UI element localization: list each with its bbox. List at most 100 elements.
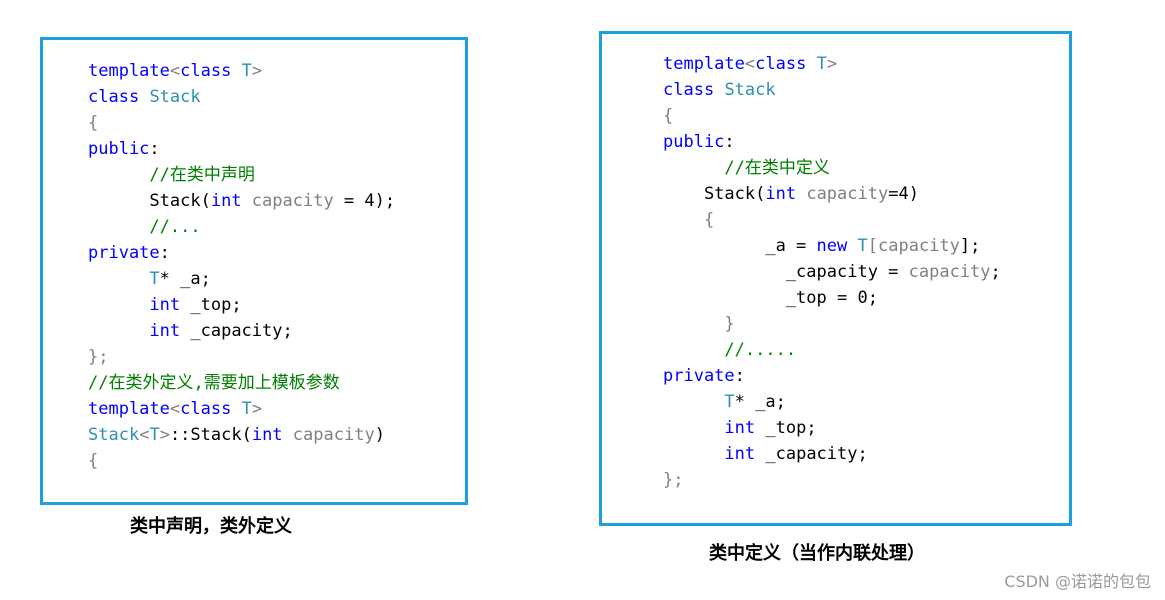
- code-token: >: [826, 54, 838, 74]
- code-token: [663, 210, 704, 230]
- code-token: [663, 444, 724, 464]
- code-token: [847, 236, 857, 256]
- code-token: int: [724, 418, 756, 438]
- caption-left: 类中声明，类外定义: [130, 516, 292, 537]
- code-line: private:: [663, 363, 1001, 389]
- code-token: Stack(: [663, 184, 766, 204]
- code-token: [88, 269, 149, 289]
- code-line: _a = new T[capacity];: [663, 233, 1001, 259]
- code-token: [283, 425, 293, 445]
- code-token: Stack(: [88, 191, 211, 211]
- code-token: {: [663, 106, 674, 126]
- code-token: int: [724, 444, 756, 464]
- code-panel-inline-definition: template<class T>class Stack { public: //在…: [599, 31, 1072, 526]
- code-token: [663, 418, 724, 438]
- code-line: class Stack: [663, 77, 1001, 103]
- code-token: [663, 340, 724, 360]
- code-token: [806, 54, 816, 74]
- code-token: new: [816, 236, 848, 256]
- code-token: [231, 61, 241, 81]
- code-token: T: [149, 269, 160, 289]
- code-token: =4): [888, 184, 919, 204]
- code-token: //在类中定义: [724, 158, 830, 178]
- code-token: [: [867, 236, 878, 256]
- code-token: T: [857, 236, 868, 256]
- code-token: };: [88, 347, 109, 367]
- code-line: {: [88, 110, 395, 136]
- code-token: ;: [990, 262, 1001, 282]
- code-token: capacity: [878, 236, 960, 256]
- code-token: _capacity =: [663, 262, 909, 282]
- code-token: int: [210, 191, 242, 211]
- code-line: private:: [88, 240, 395, 266]
- code-token: {: [88, 451, 99, 471]
- code-line: };: [88, 344, 395, 370]
- code-token: * _a;: [159, 269, 211, 289]
- code-token: int: [149, 295, 181, 315]
- code-line: {: [88, 448, 395, 474]
- caption-right: 类中定义（当作内联处理）: [709, 543, 925, 564]
- code-token: //.....: [724, 340, 797, 360]
- code-token: public: [88, 139, 150, 159]
- code-token: [88, 165, 149, 185]
- watermark: CSDN @诺诺的包包: [1004, 572, 1151, 591]
- code-line: template<class T>: [88, 58, 395, 84]
- code-token: = 4);: [333, 191, 396, 211]
- code-line: Stack(int capacity=4): [663, 181, 1001, 207]
- code-line: Stack<T>::Stack(int capacity): [88, 422, 395, 448]
- code-token: [139, 87, 149, 107]
- code-token: capacity: [251, 191, 334, 211]
- code-line: T* _a;: [663, 389, 1001, 415]
- code-token: Stack: [724, 80, 776, 100]
- code-line: class Stack: [88, 84, 395, 110]
- code-line: T* _a;: [88, 266, 395, 292]
- code-token: T: [149, 425, 160, 445]
- code-line: int _top;: [88, 292, 395, 318]
- code-line: //在类外定义,需要加上模板参数: [88, 370, 395, 396]
- code-token: * _a;: [734, 392, 786, 412]
- code-token: [714, 80, 724, 100]
- code-token: _capacity;: [180, 321, 293, 341]
- code-token: Stack: [149, 87, 201, 107]
- code-line: //在类中定义: [663, 155, 1001, 181]
- code-token: template: [88, 399, 170, 419]
- code-token: [663, 314, 724, 334]
- code-token: capacity: [908, 262, 991, 282]
- code-block-left: template<class T>class Stack{public: //在…: [88, 58, 395, 474]
- code-line: //...: [88, 214, 395, 240]
- code-token: template: [663, 54, 745, 74]
- code-token: {: [703, 210, 715, 230]
- code-token: };: [663, 470, 684, 490]
- code-block-right: template<class T>class Stack { public: //在…: [663, 51, 1001, 493]
- code-line: template<class T>: [663, 51, 1001, 77]
- code-token: :: [159, 243, 170, 263]
- code-token: capacity: [806, 184, 889, 204]
- code-token: ];: [959, 236, 981, 256]
- code-token: int: [149, 321, 181, 341]
- code-line: public:: [663, 129, 1001, 155]
- code-token: _top = 0;: [663, 288, 878, 308]
- code-line: _top = 0;: [663, 285, 1001, 311]
- code-token: ::Stack(: [169, 425, 252, 445]
- code-token: >: [251, 61, 263, 81]
- code-panel-class-declaration: template<class T>class Stack{public: //在…: [40, 37, 468, 505]
- code-token: <: [139, 425, 150, 445]
- code-token: <: [169, 61, 181, 81]
- code-token: [88, 321, 149, 341]
- code-token: //在类外定义,需要加上模板参数: [88, 373, 340, 393]
- code-token: template: [88, 61, 170, 81]
- code-token: class: [755, 54, 807, 74]
- code-token: int: [251, 425, 283, 445]
- code-line: }: [663, 311, 1001, 337]
- code-token: class: [88, 87, 140, 107]
- code-token: }: [724, 314, 735, 334]
- code-token: :: [734, 366, 745, 386]
- code-token: [88, 295, 149, 315]
- code-token: _top;: [180, 295, 242, 315]
- code-token: {: [88, 113, 99, 133]
- code-token: public: [663, 132, 725, 152]
- code-token: class: [180, 61, 232, 81]
- code-token: _top;: [755, 418, 817, 438]
- code-token: _a =: [663, 236, 817, 256]
- code-line: {: [663, 103, 1001, 129]
